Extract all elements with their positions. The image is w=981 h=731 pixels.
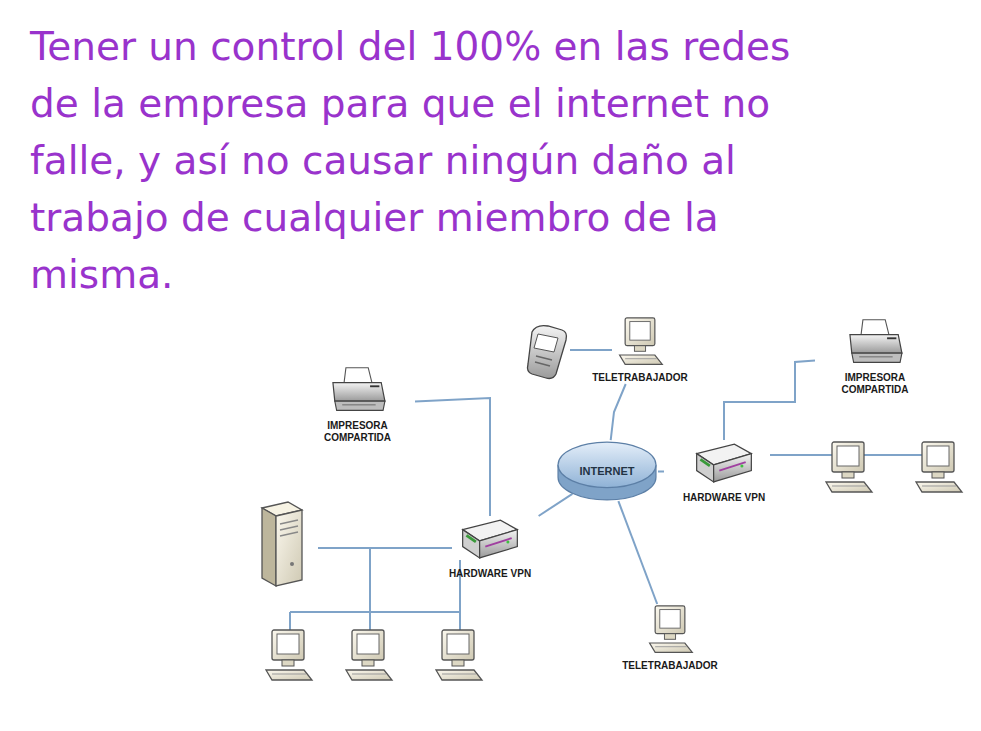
pc-icon bbox=[612, 316, 668, 368]
vpn-icon bbox=[457, 516, 523, 564]
network-link bbox=[611, 384, 626, 440]
network-link bbox=[618, 501, 657, 604]
printer-node: IMPRESORA COMPARTIDA bbox=[300, 364, 415, 444]
device-label: HARDWARE VPN bbox=[449, 568, 531, 580]
title-text: Tener un control del 100% en las redes d… bbox=[30, 18, 800, 303]
network-label: INTERNET bbox=[580, 465, 635, 477]
vpn-icon bbox=[691, 440, 757, 488]
network-link bbox=[415, 398, 490, 516]
network-link bbox=[724, 361, 815, 441]
printer-icon bbox=[325, 364, 391, 416]
device-label: TELETRABAJADOR bbox=[622, 660, 718, 672]
vpn-node: HARDWARE VPN bbox=[664, 440, 784, 504]
vpn-node: HARDWARE VPN bbox=[428, 516, 552, 580]
printer-node: IMPRESORA COMPARTIDA bbox=[815, 316, 935, 396]
network-link bbox=[658, 470, 664, 472]
device-label: HARDWARE VPN bbox=[683, 492, 765, 504]
device-label: IMPRESORA COMPARTIDA bbox=[318, 420, 398, 444]
network-link bbox=[539, 494, 573, 516]
pc-node: TELETRABAJADOR bbox=[575, 316, 705, 384]
pc-icon bbox=[642, 604, 698, 656]
device-label: IMPRESORA COMPARTIDA bbox=[835, 372, 915, 396]
internet-cylinder: INTERNET bbox=[556, 440, 658, 502]
pc-node: TELETRABAJADOR bbox=[606, 604, 734, 672]
printer-icon bbox=[842, 316, 908, 368]
device-label: TELETRABAJADOR bbox=[592, 372, 688, 384]
